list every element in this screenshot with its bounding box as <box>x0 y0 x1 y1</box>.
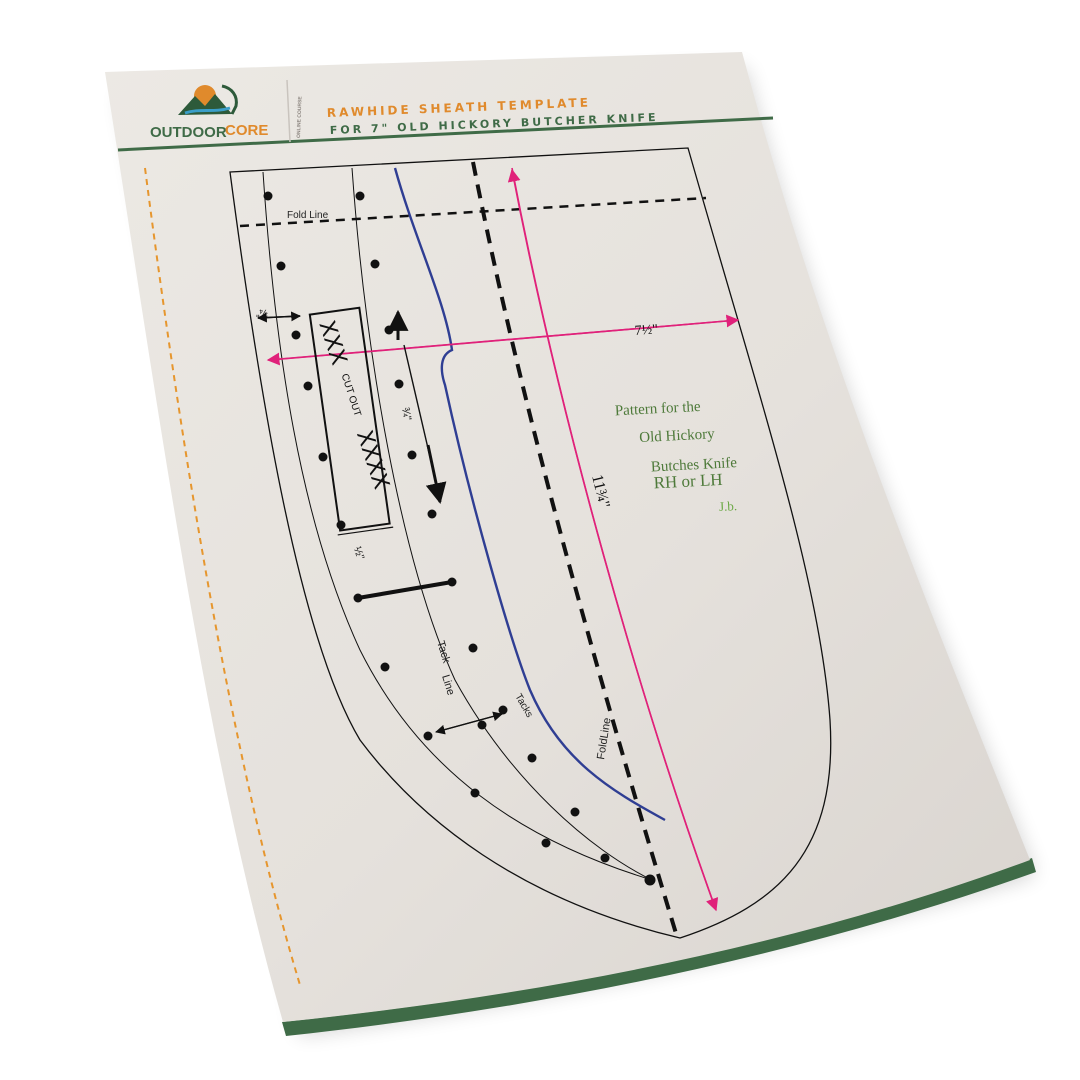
slot-width-label: ½" <box>351 545 366 561</box>
tack-hole <box>276 261 286 271</box>
cutout-rectangle <box>308 306 391 532</box>
edge-margin-label: ¾" <box>256 307 268 318</box>
tack-hole <box>380 662 390 672</box>
note-line-4: RH or LH <box>653 470 723 493</box>
logo-brand-outdoor: OUTDOOR <box>150 124 227 141</box>
paper-sheet <box>105 52 1030 1022</box>
header-rule <box>117 116 774 152</box>
width-dimension-label: 7½" <box>634 322 658 339</box>
tack-hole <box>263 191 273 201</box>
tack-holes <box>263 191 656 886</box>
tack-hole <box>600 853 610 863</box>
tack-hole <box>468 643 478 653</box>
tack-hole <box>427 509 437 519</box>
tack-hole <box>318 452 328 462</box>
note-initials: J.b. <box>719 498 738 514</box>
tack-hole <box>541 838 551 848</box>
fold-line-horizontal <box>239 196 707 228</box>
tack-hole <box>384 325 394 335</box>
tack-hole <box>423 731 433 741</box>
fold-line-label: Fold Line <box>287 210 329 221</box>
tack-line-curve <box>351 167 653 881</box>
note-line-2: Old Hickory <box>639 426 716 446</box>
fold-line-vertical <box>471 161 680 941</box>
note-line-1: Pattern for the <box>614 399 701 419</box>
tack-hole <box>370 259 380 269</box>
page-edge <box>282 858 1036 1036</box>
tack-hole <box>303 381 313 391</box>
tack-hole <box>470 788 480 798</box>
logo-tagline: ONLINE COURSE <box>296 96 303 139</box>
slot-offset-label: ¾" <box>399 406 413 421</box>
tack-hole <box>498 705 508 715</box>
template-outline <box>229 147 832 939</box>
tack-hole <box>527 753 537 763</box>
tack-line-label-word2: Line <box>439 673 457 696</box>
tack-hole <box>355 191 365 201</box>
pattern-note: Pattern for the Old Hickory Butches Knif… <box>614 399 738 514</box>
blade-outline <box>393 167 666 822</box>
slot-bar <box>356 580 454 600</box>
tack-hole <box>394 379 404 389</box>
tack-hole <box>570 807 580 817</box>
tack-hole <box>336 520 346 530</box>
note-line-3: Butches Knife <box>650 455 737 476</box>
logo-brand-core: CORE <box>225 122 268 139</box>
slot-arrow-down <box>425 444 447 505</box>
inner-stitch-line <box>262 171 653 881</box>
tack-hole <box>477 720 487 730</box>
tack-hole <box>291 330 301 340</box>
tack-hole <box>407 450 417 460</box>
header-divider <box>286 79 291 143</box>
tack-hole <box>644 874 656 886</box>
logo-mark <box>178 84 238 115</box>
